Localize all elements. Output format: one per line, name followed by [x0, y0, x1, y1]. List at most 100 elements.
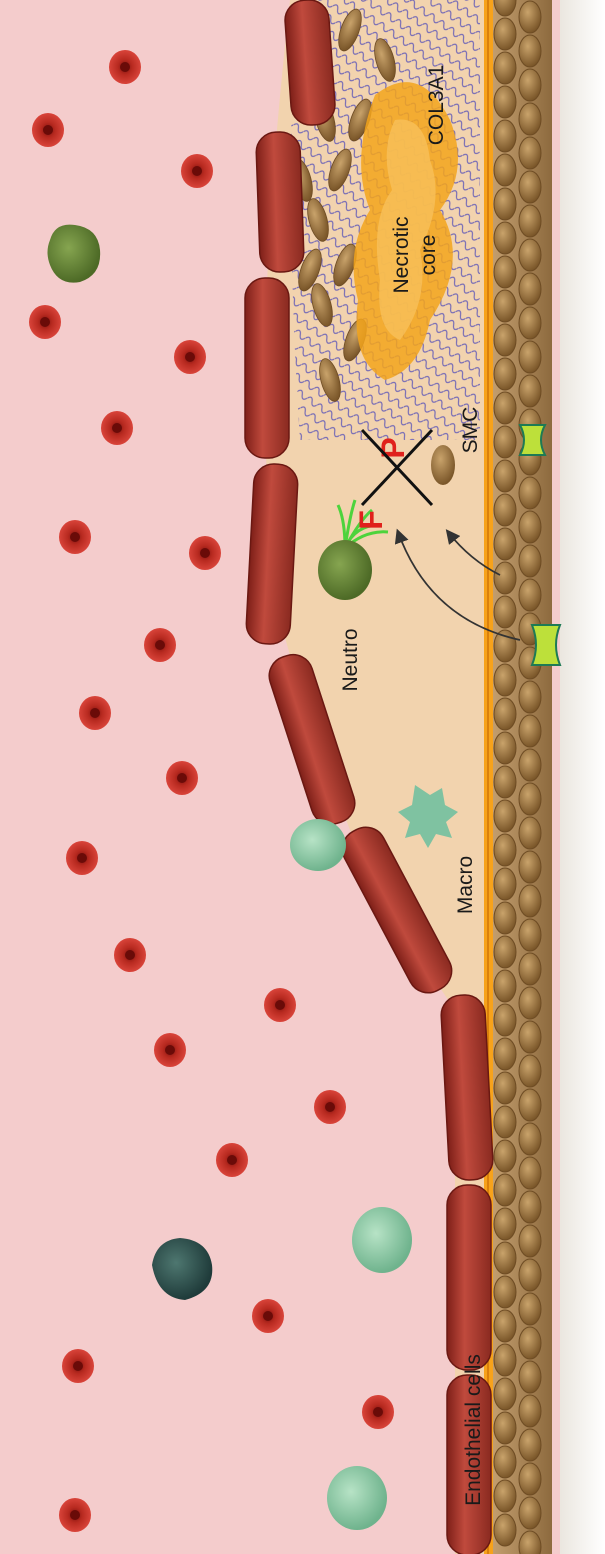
- media-cell: [494, 868, 516, 900]
- red-blood-cell: [62, 1349, 94, 1383]
- media-cell: [494, 1412, 516, 1444]
- media-cell: [519, 341, 541, 373]
- media-cell: [519, 1191, 541, 1223]
- red-blood-cell: [114, 938, 146, 972]
- media-cell: [494, 120, 516, 152]
- media-cell: [519, 239, 541, 271]
- red-blood-cell: [144, 628, 176, 662]
- media-cell: [494, 256, 516, 288]
- media-cell: [494, 1480, 516, 1512]
- media-cell: [519, 953, 541, 985]
- label-col3a1: COL3A1: [425, 65, 448, 146]
- monocyte-adhering: [290, 819, 346, 871]
- media-cell: [519, 715, 541, 747]
- media-cell: [494, 528, 516, 560]
- media-cell: [494, 732, 516, 764]
- media-cell: [494, 18, 516, 50]
- media-cell: [519, 205, 541, 237]
- media-cell: [494, 358, 516, 390]
- media-cell: [494, 936, 516, 968]
- media-cell: [494, 494, 516, 526]
- media-cell: [494, 324, 516, 356]
- red-blood-cell: [362, 1395, 394, 1429]
- media-cell: [494, 1446, 516, 1478]
- media-cell: [519, 137, 541, 169]
- media-cell: [519, 851, 541, 883]
- media-cell: [494, 596, 516, 628]
- media-cell: [494, 970, 516, 1002]
- media-cell: [494, 290, 516, 322]
- media-cell: [519, 477, 541, 509]
- red-blood-cell: [32, 113, 64, 147]
- media-cell: [519, 1361, 541, 1393]
- media-cell: [494, 426, 516, 458]
- endothelial-cell: [245, 278, 289, 458]
- label-endothelial-cells: Endothelial cells: [462, 1354, 485, 1506]
- endothelial-cell: [284, 0, 337, 126]
- media-cell: [494, 1140, 516, 1172]
- media-cell: [519, 69, 541, 101]
- media-cell: [494, 834, 516, 866]
- neutrophil-lumen: [48, 225, 101, 283]
- fap-letter-f: F: [353, 510, 389, 530]
- red-blood-cell: [216, 1143, 248, 1177]
- media-cell: [519, 1021, 541, 1053]
- media-cell: [494, 1514, 516, 1546]
- label-necrotic: Necrotic: [390, 216, 413, 293]
- media-cell: [494, 154, 516, 186]
- media-cell: [494, 1344, 516, 1376]
- label-smc: SMC: [459, 407, 482, 454]
- media-cell: [519, 749, 541, 781]
- media-cell: [519, 579, 541, 611]
- monocyte-1: [352, 1207, 412, 1273]
- media-cell: [494, 800, 516, 832]
- label-macro: Macro: [454, 856, 477, 914]
- media-cell: [494, 698, 516, 730]
- media-cell: [519, 817, 541, 849]
- media-cell: [519, 1463, 541, 1495]
- endothelial-cell: [447, 1185, 491, 1370]
- media-cell: [494, 1174, 516, 1206]
- media-cell: [519, 783, 541, 815]
- media-cell: [519, 511, 541, 543]
- media-cell: [494, 902, 516, 934]
- media-cell: [494, 392, 516, 424]
- label-core: core: [417, 235, 440, 276]
- media-cell: [494, 460, 516, 492]
- endothelial-cell: [245, 463, 298, 645]
- media-cell: [519, 1259, 541, 1291]
- monocyte-2: [327, 1466, 387, 1530]
- label-neutro: Neutro: [339, 628, 362, 691]
- media-cell: [519, 885, 541, 917]
- media-cell: [494, 1242, 516, 1274]
- media-cell: [494, 222, 516, 254]
- media-cell: [519, 375, 541, 407]
- media-cell: [519, 1123, 541, 1155]
- media-cell: [519, 545, 541, 577]
- media-cell: [494, 1378, 516, 1410]
- media-cell: [519, 681, 541, 713]
- endothelial-cell: [440, 994, 494, 1181]
- media-cell: [494, 1038, 516, 1070]
- receptor-lower: [532, 625, 560, 665]
- media-cell: [519, 1429, 541, 1461]
- red-blood-cell: [264, 988, 296, 1022]
- red-blood-cell: [314, 1090, 346, 1124]
- red-blood-cell: [166, 761, 198, 795]
- media-cell: [494, 664, 516, 696]
- media-cell: [519, 1, 541, 33]
- media-cell: [519, 273, 541, 305]
- red-blood-cell: [174, 340, 206, 374]
- media-cell: [519, 35, 541, 67]
- media-cell: [494, 1106, 516, 1138]
- media-cell: [494, 1310, 516, 1342]
- media-cell: [494, 1208, 516, 1240]
- red-blood-cell: [252, 1299, 284, 1333]
- media-cell: [519, 307, 541, 339]
- red-blood-cell: [79, 696, 111, 730]
- media-cell: [494, 562, 516, 594]
- red-blood-cell: [101, 411, 133, 445]
- media-cell: [519, 919, 541, 951]
- media-cell: [494, 630, 516, 662]
